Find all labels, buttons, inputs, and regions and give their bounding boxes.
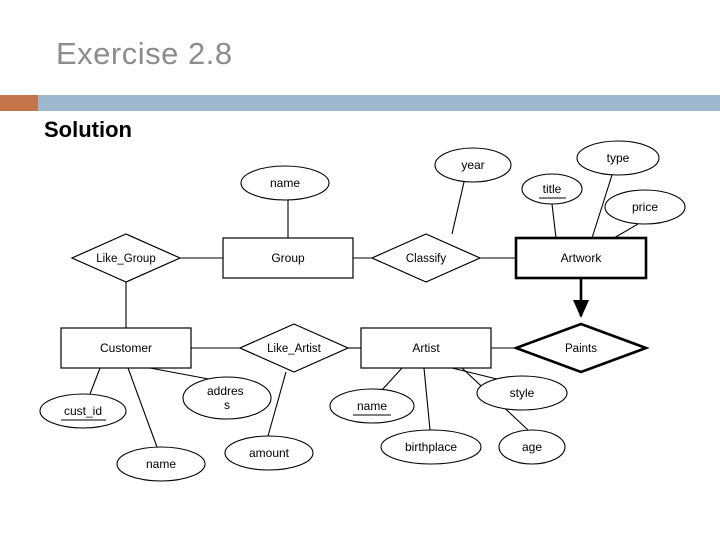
attribute-address-label: addres s <box>207 384 247 412</box>
edge-likeartist-amount <box>267 371 287 437</box>
relationship-paints-diamond[interactable] <box>512 322 650 374</box>
attribute-name-customer[interactable]: name <box>116 446 206 482</box>
attribute-title-ellipse[interactable] <box>521 173 583 205</box>
relationship-classify-label: Classify <box>406 253 447 265</box>
attribute-birthplace[interactable]: birthplace <box>380 429 482 465</box>
entity-customer[interactable]: Customer <box>60 327 192 369</box>
attribute-price-label: price <box>632 200 658 214</box>
entity-group-box[interactable] <box>222 237 354 279</box>
section-subtitle: Solution <box>44 117 132 142</box>
entity-customer-label: Customer <box>100 341 152 355</box>
attribute-cust-id[interactable]: cust_id <box>39 393 127 429</box>
attribute-amount-ellipse[interactable] <box>224 435 314 471</box>
attribute-title-label: title <box>543 182 562 196</box>
relationship-paints-label: Paints <box>565 343 597 355</box>
relationship-like-artist-diamond[interactable] <box>238 323 350 373</box>
entity-artwork-label: Artwork <box>561 251 603 265</box>
attribute-style[interactable]: style <box>476 375 568 411</box>
arrowhead-artwork-paints <box>573 300 589 318</box>
edge-customer-custid <box>89 367 101 395</box>
attribute-address-ellipse[interactable] <box>182 376 272 420</box>
entity-artist[interactable]: Artist <box>360 327 492 369</box>
attribute-year-ellipse[interactable] <box>434 147 512 183</box>
header-band-accent <box>0 95 38 111</box>
attribute-name-group[interactable]: name <box>240 165 330 201</box>
page-title: Exercise 2.8 <box>56 36 233 71</box>
relationship-like-group-label: Like_Group <box>96 253 155 265</box>
attribute-address[interactable]: addres s <box>182 376 272 420</box>
entity-artwork-box[interactable] <box>514 236 648 280</box>
edge-artwork-price <box>613 223 639 239</box>
attribute-cust-id-label: cust_id <box>64 404 102 418</box>
attribute-name-artist-label: name <box>357 399 387 413</box>
attribute-name-customer-ellipse[interactable] <box>116 446 206 482</box>
edge-customer-address <box>149 367 215 381</box>
relationship-like-artist[interactable]: Like_Artist <box>238 323 350 373</box>
attribute-address-line2: s <box>224 398 230 412</box>
edge-classify-year <box>451 181 465 235</box>
attribute-name-artist-ellipse[interactable] <box>329 388 415 424</box>
edge-artist-birthplace <box>423 367 431 431</box>
attribute-birthplace-label: birthplace <box>405 440 457 454</box>
entity-group[interactable]: Group <box>222 237 354 279</box>
attribute-type[interactable]: type <box>576 140 660 176</box>
attribute-type-ellipse[interactable] <box>576 140 660 176</box>
relationship-like-artist-label: Like_Artist <box>267 343 321 355</box>
edge-artwork-type <box>591 174 613 239</box>
attribute-price[interactable]: price <box>604 189 686 225</box>
relationship-like-group-diamond[interactable] <box>70 233 182 283</box>
attribute-name-customer-label: name <box>146 457 176 471</box>
attribute-style-label: style <box>510 386 535 400</box>
edge-artwork-title <box>551 203 557 239</box>
attribute-amount[interactable]: amount <box>224 435 314 471</box>
relationship-paints[interactable]: Paints <box>512 322 650 374</box>
relationship-like-group[interactable]: Like_Group <box>70 233 182 283</box>
edge-customer-name <box>127 367 158 448</box>
edges <box>89 174 639 448</box>
edge-artist-name <box>381 367 403 391</box>
attribute-title[interactable]: title <box>521 173 583 205</box>
header-band <box>0 95 720 111</box>
attribute-price-ellipse[interactable] <box>604 189 686 225</box>
entity-customer-box[interactable] <box>60 327 192 369</box>
entity-artwork[interactable]: Artwork <box>514 236 648 280</box>
entity-artist-box[interactable] <box>360 327 492 369</box>
attribute-age-label: age <box>522 440 542 454</box>
attribute-name-group-label: name <box>270 176 300 190</box>
attribute-year-label: year <box>461 158 484 172</box>
attribute-year[interactable]: year <box>434 147 512 183</box>
attribute-age-ellipse[interactable] <box>498 429 566 465</box>
relationship-classify[interactable]: Classify <box>370 233 482 283</box>
attribute-style-ellipse[interactable] <box>476 375 568 411</box>
entity-artist-label: Artist <box>412 341 440 355</box>
attribute-name-artist[interactable]: name <box>329 388 415 424</box>
attribute-birthplace-ellipse[interactable] <box>380 429 482 465</box>
attribute-amount-label: amount <box>249 446 290 460</box>
attribute-name-group-ellipse[interactable] <box>240 165 330 201</box>
relationship-classify-diamond[interactable] <box>370 233 482 283</box>
attribute-type-label: type <box>607 151 630 165</box>
attribute-age[interactable]: age <box>498 429 566 465</box>
entity-group-label: Group <box>271 251 305 265</box>
attribute-address-line1: addres <box>207 384 244 398</box>
